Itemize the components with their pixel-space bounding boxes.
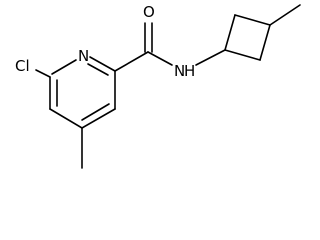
bond-c6-cl bbox=[35, 69, 51, 78]
bond-c5-c4 bbox=[49, 108, 83, 129]
atom-oxygen: O bbox=[143, 3, 155, 21]
bond-ring-n-c6 bbox=[51, 59, 77, 75]
bond-c2-carbonyl bbox=[114, 51, 149, 72]
bond-cb-c1-c2 bbox=[224, 14, 236, 51]
bond-carbonyl-amide-n bbox=[147, 51, 173, 66]
atom-amide-hydrogen: H bbox=[184, 62, 195, 80]
bond-c4-c3-inner bbox=[81, 103, 110, 121]
atom-ring-nitrogen: N bbox=[78, 47, 89, 65]
bond-cb-c4-c1 bbox=[224, 49, 261, 61]
bond-cb-c3-c4 bbox=[259, 24, 271, 61]
bond-c2-ring-n-inner bbox=[87, 63, 109, 76]
bond-cb-c2-c3 bbox=[234, 14, 271, 26]
bond-amide-n-cyclobutyl bbox=[195, 49, 226, 66]
bond-cb-methyl bbox=[269, 4, 301, 26]
atom-chlorine: Cl bbox=[15, 57, 30, 75]
bond-c4-c3 bbox=[81, 108, 116, 129]
molecule-structure: O N N H Cl bbox=[15, 3, 301, 169]
atom-amide-nitrogen: N bbox=[174, 62, 185, 80]
bond-c2-ring-n bbox=[89, 56, 116, 72]
